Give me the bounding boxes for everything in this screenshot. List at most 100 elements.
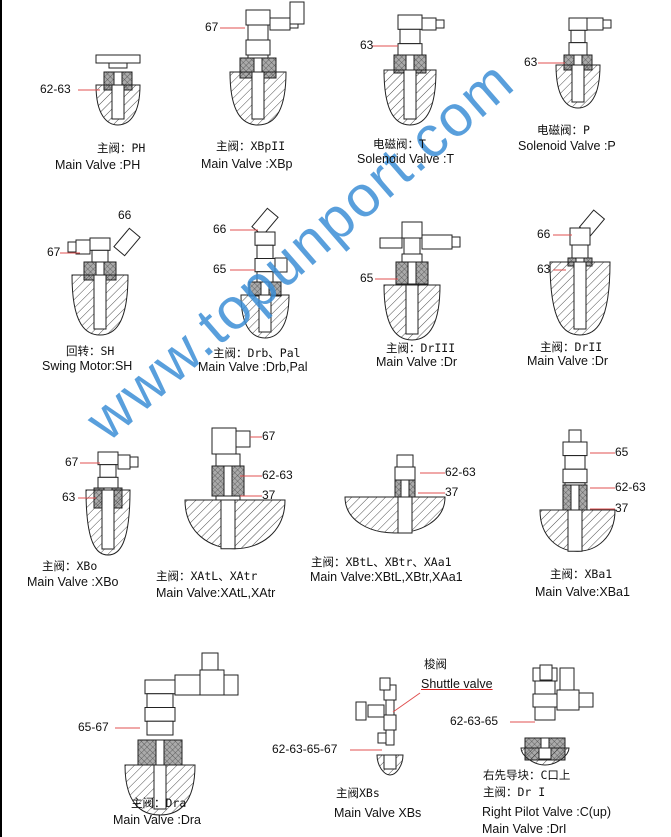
elbow-fitting [117,454,131,470]
fitting-segment [534,706,556,721]
callout-label: 62-63 [262,468,293,482]
port [379,677,391,691]
callout-label: 67 [262,429,276,443]
elbow-fitting [269,17,291,31]
caption-en: Main Valve:XAtL,XAtr [156,586,276,600]
angled-fitting [113,227,141,257]
tee-fitting [367,704,385,718]
caption-cn: 主阀：DrII [540,340,603,354]
caption-cn: 主阀：XBpII [216,139,286,153]
handle [95,54,141,64]
figure-p [555,17,612,109]
caption-en: Main Valve :Dra [113,813,201,827]
callout-label: 37 [445,485,459,499]
caption-en: Swing Motor:SH [42,359,133,373]
valve-bore [571,64,585,103]
fitting-segment [570,29,586,44]
cap [396,454,414,468]
fitting-segment [401,221,423,239]
figure-xbs [355,677,404,776]
callout-label: 37 [262,488,276,502]
caption-cn: 主阀：DrIII [386,341,456,355]
fitting-segment [97,451,119,466]
leader-line [392,692,421,713]
caption-en: Main Valve :XBp [201,157,293,171]
cap [568,429,582,443]
fitting-segment [568,42,588,56]
fitting-segment [569,227,591,246]
fitting-bore [400,479,410,498]
elbow-end [129,456,139,468]
fitting-segment [399,28,421,45]
figure-xbtl [344,454,446,534]
valve-bore [111,84,125,120]
elbow-fitting [211,427,237,455]
valve-bore [403,69,417,120]
caption-en: Main Valve XBs [334,806,422,820]
callout-label: 65 [360,271,374,285]
angled-fitting [251,207,279,237]
callout-label: 66 [537,227,551,241]
callout-label: 65 [615,445,629,459]
callout-label: 67 [47,245,61,259]
port [355,701,367,721]
elbow-end [235,430,251,448]
fitting-bore [155,739,165,766]
fitting-segment [144,679,176,695]
port [578,692,594,708]
caption-en: Main Valve :Dr [376,355,458,369]
callout-label: 63 [524,55,538,69]
figure-sh [67,227,141,336]
side-port [274,257,288,273]
port [559,667,575,691]
caption-cn: 回转：SH [66,344,115,358]
fitting-segment [403,237,421,255]
callout-label: 67 [205,20,219,34]
caption-cn: 主阀：Drb、Pal [213,346,301,360]
fitting-segment [91,249,109,264]
side-port [379,237,403,249]
fitting-bore [570,484,580,511]
valve-body-section [344,496,446,534]
figure-drb [240,207,290,339]
caption-cn: 主阀：XBo [42,559,98,573]
caption-en: Main Valve:XBa1 [535,585,630,599]
valve-bore [383,754,397,770]
valve-bore [258,294,272,333]
caption-cn: 主阀：Dr I [483,785,546,799]
port [539,664,553,681]
caption-cn: 主阀：PH [97,141,146,155]
figure-dr1 [520,664,594,766]
callout-label: 62-63 [40,82,71,96]
shuttle-label: Shuttle valve [421,677,493,691]
callout-label: 63 [537,262,551,276]
elbow-end [435,19,445,29]
caption-en: Solenoid Valve :T [357,152,455,166]
valve-bore [405,284,419,335]
valve-bore [397,496,413,534]
fitting-bore [407,261,417,285]
fitting-segment [99,464,117,478]
elbow-end [451,236,461,248]
fitting-segment [562,441,588,457]
figure-dra [124,652,239,816]
caption-cn: 电磁阀：P [537,123,590,137]
caption-cn: 主阀：XAtL、XAtr [156,569,258,583]
caption-en: Main Valve :XBo [27,575,119,589]
figure-dr2 [549,209,611,336]
fitting-segment [568,17,588,31]
port [377,732,387,744]
callout-label: 66 [118,208,132,222]
callout-label: 66 [213,222,227,236]
callout-label: 67 [65,455,79,469]
caption-en: Main Valve :Dr [527,354,609,368]
caption-en: Main Valve :PH [55,158,141,172]
valve-bore [251,71,265,120]
pilot-caption-cn: 右先导块：C口上 [483,768,571,782]
figure-xba1 [539,429,616,552]
shuttle-caption-cn: 梭阀 [424,657,447,671]
fitting-segment [564,455,586,470]
fitting-segment [146,720,174,736]
elbow-fitting [421,234,453,250]
